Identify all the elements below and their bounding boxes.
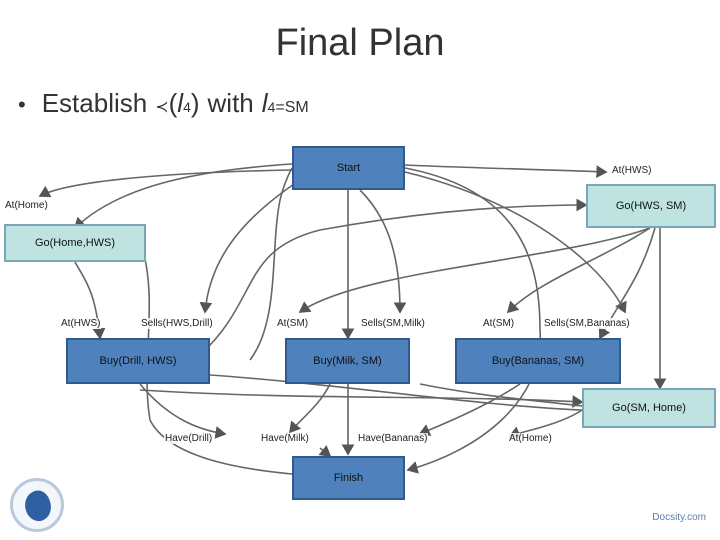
edge-start-left-loop [38,169,293,198]
bullet-symbol-sub: 4 [183,99,191,115]
edge-loop-drill-go-sm [199,198,588,356]
node-go-hws-sm: Go(HWS, SM) [586,184,716,228]
seal-emblem-icon [19,486,57,526]
bullet-paren-open: ( [168,88,178,118]
edge-label-at-home: At(Home) [4,200,49,211]
edge-cross-1 [139,389,584,408]
node-buy-bananas: Buy(Bananas, SM) [455,338,621,384]
node-go-home-hws: Go(Home,HWS) [4,224,146,262]
edge-start-sells-bananas [404,171,627,314]
node-go-sm-home: Go(SM, Home) [582,388,716,428]
bullet-paren-close: ) [190,88,200,118]
bullet-with: with [207,88,254,118]
bullet-symbol: l [177,88,184,118]
edge-buy-milk-have-milk [288,383,331,434]
bullet-with-tail: =SM [275,99,309,116]
university-seal-icon [10,478,64,532]
edge-buy-drill-have-drill [139,383,227,439]
edge-buy-bananas-have-bananas [418,383,521,436]
node-start: Start [292,146,405,190]
precedes-symbol: ≺ [155,99,169,116]
bullet-verb: Establish [41,88,148,118]
edge-loop-drill-up [249,167,293,361]
edge-cross-3 [419,383,583,407]
bullet-establish: • Establish ≺ ( l 4 ) with l 4 =SM [18,88,309,119]
edge-label-at-sm-2: At(SM) [482,318,516,329]
edge-label-sells-bananas: Sells(SM,Bananas) [543,318,631,329]
edge-go-sm-at-sm-1 [298,227,651,313]
bullet-dot-icon: • [18,92,26,117]
bullet-with-symbol: l [261,88,268,118]
edge-start-sells-drill [199,179,301,314]
edge-label-have-bananas: Have(Bananas) [357,433,429,444]
edge-label-sells-drill: Sells(HWS,Drill) [140,318,214,329]
edge-start-at-hws-right [404,164,608,178]
node-buy-milk: Buy(Milk, SM) [285,338,410,384]
edge-loop-left [139,239,293,475]
bullet-with-sub: 4 [267,99,276,115]
edge-label-at-home-bottom: At(Home) [508,433,553,444]
slide-title: Final Plan [275,22,445,64]
edge-label-at-hws-right: At(HWS) [611,165,653,176]
edge-cross-2 [209,374,583,411]
edge-label-sells-milk: Sells(SM,Milk) [360,318,426,329]
edge-start-sells-milk [359,189,407,314]
edge-go-sm-at-sm-2 [506,227,651,314]
edge-label-have-milk: Have(Milk) [260,433,310,444]
node-finish: Finish [292,456,405,500]
edge-label-at-hws: At(HWS) [60,318,102,329]
edge-start-go-home [73,163,293,230]
edge-loop-right [404,167,541,474]
edge-label-have-drill: Have(Drill) [164,433,214,444]
footer-watermark[interactable]: Docsity.com [652,512,706,523]
edge-label-at-sm-1: At(SM) [276,318,310,329]
node-buy-drill: Buy(Drill, HWS) [66,338,210,384]
edge-finish-in [318,445,332,457]
